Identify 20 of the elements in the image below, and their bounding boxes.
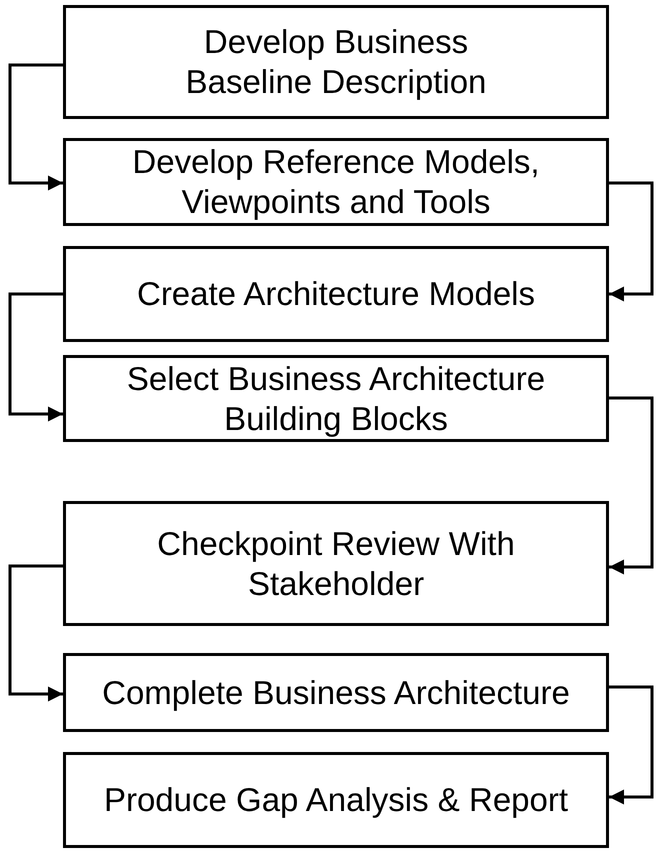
connector-arrow [8, 64, 63, 190]
step-label: Produce Gap Analysis & Report [104, 780, 568, 820]
step-label: Create Architecture Models [136, 274, 535, 314]
process-box [63, 752, 609, 848]
step-label: Develop Business Baseline Description [184, 22, 488, 102]
process-box [63, 138, 609, 226]
connector-arrow [609, 396, 654, 574]
connector-arrow [8, 292, 63, 422]
process-box [63, 5, 609, 119]
process-box [63, 653, 609, 732]
step-label: Develop Reference Models, Viewpoints and Tools [131, 142, 541, 222]
process-box [63, 246, 609, 342]
process-box [63, 501, 609, 626]
step-label: Select Business Architecture Building Blocks [126, 358, 546, 438]
step-label: Complete Business Architecture [102, 672, 570, 712]
step-label: Checkpoint Review With Stakeholder [156, 524, 516, 604]
connector-arrow [8, 564, 63, 702]
process-box [63, 355, 609, 442]
connector-arrow [609, 182, 654, 302]
connector-arrow [609, 686, 654, 804]
